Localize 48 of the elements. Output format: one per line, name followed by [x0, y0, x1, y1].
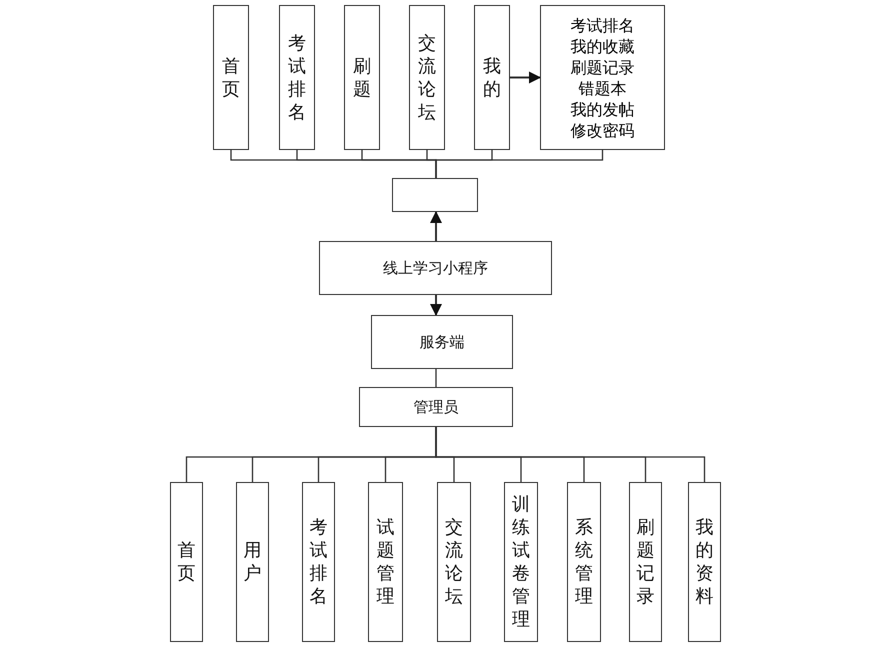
menu-box — [567, 482, 601, 642]
menu-box — [368, 482, 403, 642]
menu-box — [474, 5, 510, 150]
box-label: 考试排名 — [309, 516, 328, 608]
connector-line — [435, 150, 604, 178]
menu-box — [688, 482, 721, 642]
box-label: 用户 — [243, 539, 262, 585]
menu-box — [504, 482, 538, 642]
box-label: 线上学习小程序 — [383, 258, 488, 278]
list-item: 考试排名 — [570, 14, 634, 36]
box-label: 试题管理 — [376, 516, 395, 608]
arrow — [430, 211, 442, 241]
list-item: 我的收藏 — [570, 36, 634, 56]
box-label: 首页 — [222, 54, 240, 100]
box-label: 交流论坛 — [418, 32, 436, 124]
arrow — [430, 295, 442, 316]
box-label: 首页 — [177, 539, 196, 585]
arrow — [510, 72, 541, 84]
menu-box — [409, 5, 445, 150]
menu-box — [170, 482, 203, 642]
connector-line — [435, 427, 706, 482]
menu-box — [437, 482, 471, 642]
box-label: 我的 — [482, 54, 502, 100]
list-item: 我的发帖 — [570, 98, 634, 120]
box-label: 刷题 — [352, 54, 372, 100]
menu-box — [236, 482, 269, 642]
connector-line — [435, 369, 437, 387]
menu-box — [629, 482, 662, 642]
box-label: 交流论坛 — [444, 516, 464, 608]
box-label: 考试排名 — [288, 32, 306, 124]
box-label: 服务端 — [420, 332, 464, 352]
list-item: 刷题记录 — [570, 56, 634, 78]
empty-box — [392, 178, 478, 212]
menu-box — [302, 482, 335, 642]
list-box — [540, 5, 665, 150]
process-box — [319, 241, 552, 295]
menu-box — [344, 5, 380, 150]
box-label: 刷题记录 — [636, 516, 655, 608]
box-label: 系统管理 — [574, 516, 594, 608]
process-box — [359, 387, 513, 427]
box-label: 管理员 — [414, 397, 458, 417]
process-box — [371, 315, 513, 369]
list-item: 错题本 — [578, 78, 626, 98]
menu-box — [213, 5, 249, 150]
menu-box — [279, 5, 315, 150]
list-item: 修改密码 — [570, 120, 634, 140]
box-label: 训练试卷管理 — [512, 493, 530, 631]
box-label: 我的资料 — [695, 516, 714, 608]
